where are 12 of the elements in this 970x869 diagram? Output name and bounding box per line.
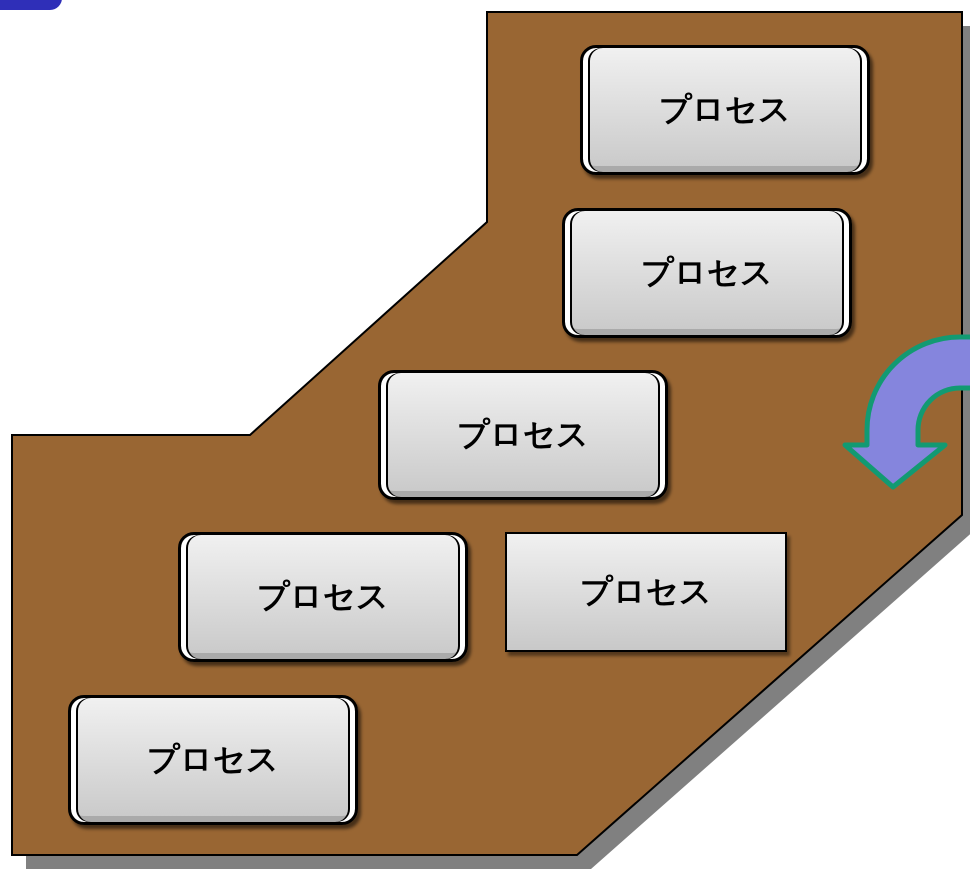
process-box (580, 45, 870, 175)
process-box (68, 695, 358, 825)
process-box (562, 208, 852, 338)
process-label: プロセス (641, 252, 773, 293)
process-box (378, 370, 668, 500)
process-label: プロセス (257, 576, 389, 617)
process-box (505, 532, 787, 652)
process-label: プロセス (147, 739, 279, 780)
process-label: プロセス (580, 571, 712, 612)
process-label: プロセス (457, 414, 589, 455)
process-label: プロセス (659, 89, 791, 130)
process-box (178, 532, 468, 662)
